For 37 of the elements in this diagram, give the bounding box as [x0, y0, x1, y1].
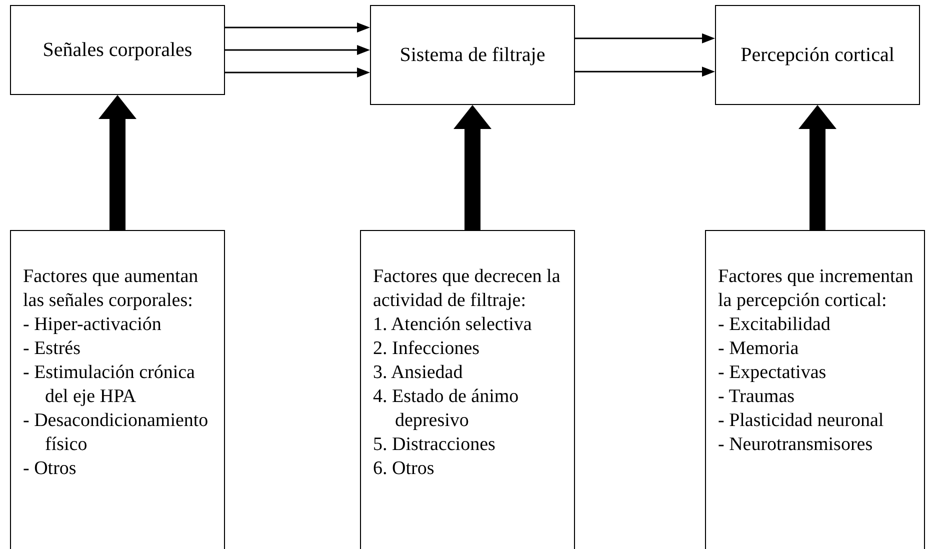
list-item: 4. Estado de ánimo depresivo — [373, 385, 520, 433]
list-item: - Neurotransmisores — [718, 433, 874, 457]
list-item: - Memoria — [718, 337, 800, 361]
list-item: - Expectativas — [718, 361, 828, 385]
arrow — [225, 22, 370, 32]
list-item: 3. Ansiedad — [373, 361, 464, 385]
list-item: - Estimulación crónica del eje HPA — [23, 361, 196, 409]
list-item: - Estrés — [23, 337, 82, 361]
process-box — [715, 5, 920, 105]
factor-box — [360, 230, 575, 549]
box-label: Sistema de filtraje — [400, 43, 546, 67]
list-item: - Hiper-activación — [23, 313, 162, 337]
factor-box — [705, 230, 925, 549]
list-item: 2. Infecciones — [373, 337, 481, 361]
thick-arrow — [454, 105, 492, 230]
arrow — [575, 66, 715, 77]
arrow — [225, 68, 370, 78]
list-item: 6. Otros — [373, 457, 436, 481]
list-item: - Desacondicionamiento físico — [23, 409, 210, 457]
list-item: - Otros — [23, 457, 78, 481]
box-heading: Factores que decrecen la actividad de filtraje: — [373, 265, 562, 313]
list-item: 5. Distracciones — [373, 433, 496, 457]
box-heading: Factores que incrementan la percepción cortical: — [718, 265, 914, 313]
list-item: 1. Atención selectiva — [373, 313, 533, 337]
box-label: Percepción cortical — [740, 43, 894, 67]
arrow — [225, 45, 370, 55]
box-label: Señales corporales — [42, 38, 192, 62]
list-item: - Traumas — [718, 385, 796, 409]
process-box — [370, 5, 575, 105]
thick-arrow — [98, 95, 136, 230]
process-box — [10, 5, 225, 95]
list-item: - Excitabilidad — [718, 313, 832, 337]
thick-arrow — [798, 105, 836, 230]
factor-box — [10, 230, 225, 549]
box-heading: Factores que aumentan las señales corporales: — [23, 265, 200, 313]
arrow — [575, 33, 715, 44]
list-item: - Plasticidad neuronal — [718, 409, 885, 433]
